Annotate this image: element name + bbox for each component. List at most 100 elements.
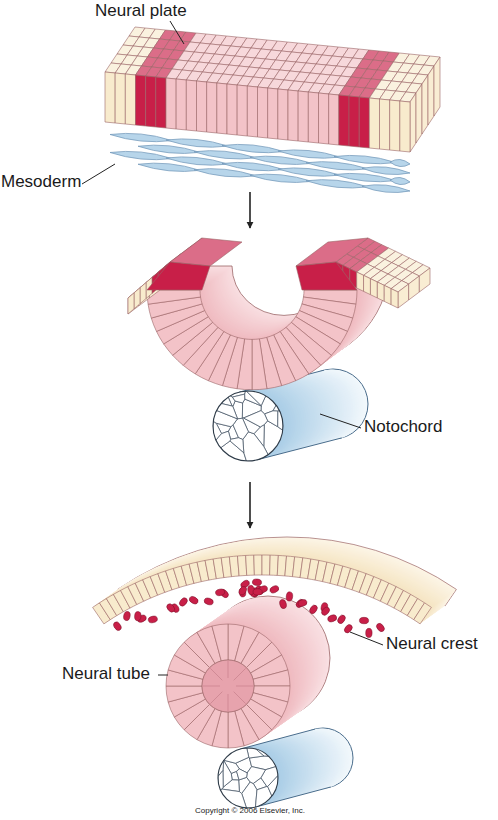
- cell: [414, 603, 432, 624]
- cell-front: [359, 97, 369, 148]
- lumen-texture: [228, 661, 229, 678]
- cell-front: [125, 74, 135, 125]
- ectoderm-depth: [100, 550, 439, 619]
- cell-front: [186, 80, 196, 131]
- cell-front: [339, 95, 349, 146]
- mesoderm-cell: [362, 167, 410, 175]
- cell-side: [428, 66, 434, 125]
- cell: [268, 776, 278, 808]
- mesoderm-cell: [306, 180, 368, 188]
- cell-front: [258, 87, 268, 138]
- disc-rim: [213, 391, 283, 461]
- cell-front: [384, 285, 391, 304]
- crest-cell: [188, 595, 199, 605]
- cell-front: [207, 82, 217, 133]
- lumen-texture: [210, 668, 222, 680]
- crest-cell: [327, 614, 338, 623]
- crest-cell: [148, 615, 158, 623]
- cell-front: [146, 76, 156, 127]
- cell: [253, 670, 290, 686]
- cell: [213, 431, 231, 453]
- crest-cell: [269, 585, 280, 595]
- lumen-texture: [203, 686, 220, 687]
- cell: [166, 686, 203, 702]
- mesoderm-cell: [390, 159, 410, 166]
- mesoderm-cell: [390, 177, 410, 184]
- crest-cell: [178, 596, 189, 607]
- cell-front: [247, 86, 257, 137]
- ectoderm-cells: [93, 555, 432, 624]
- ectoderm-depth: [94, 554, 433, 623]
- lumen-texture: [210, 692, 222, 704]
- lumen-texture: [234, 692, 246, 704]
- cell: [218, 789, 246, 808]
- tube-lumen: [202, 660, 254, 712]
- mesoderm-cell: [222, 162, 284, 170]
- cell: [228, 711, 244, 748]
- cell-front: [176, 79, 186, 130]
- cell-front: [134, 288, 140, 309]
- mesoderm-cell: [138, 145, 200, 153]
- part-label: Notochord: [364, 417, 494, 437]
- cell: [252, 339, 267, 390]
- cell-side: [434, 57, 440, 116]
- mesoderm-cell: [166, 139, 228, 147]
- crest-cell: [336, 614, 347, 625]
- crest-cell: [203, 597, 214, 606]
- cell-front: [136, 75, 146, 126]
- leader-lines: [82, 21, 383, 675]
- crest-cell: [252, 579, 262, 586]
- cell: [237, 555, 246, 575]
- crest-cell: [165, 602, 176, 613]
- stage-arrow: [249, 482, 251, 528]
- cell: [247, 767, 266, 784]
- crest-cell: [123, 611, 131, 621]
- crest-cell: [253, 589, 262, 595]
- mesoderm-cell: [110, 151, 172, 159]
- ectoderm-depth: [98, 551, 437, 620]
- crest-cell: [297, 599, 307, 607]
- mesoderm-cell: [250, 174, 312, 182]
- cell-side: [409, 276, 420, 300]
- crest-cell: [286, 592, 293, 602]
- cell-front: [391, 289, 398, 308]
- ectoderm-depth: [97, 552, 436, 621]
- mesoderm-cell: [334, 173, 396, 181]
- copyright-note: Copyright © 2006 Elsevier, Inc.: [100, 806, 400, 815]
- mesoderm-cell: [194, 169, 256, 177]
- cell: [223, 760, 232, 787]
- crest-cell: [215, 588, 225, 596]
- crest-cell: [134, 611, 141, 621]
- cell-front: [156, 77, 166, 128]
- cell-front: [349, 96, 359, 147]
- tube-extrusion: [167, 596, 330, 747]
- cell-front: [357, 272, 364, 291]
- leader-line: [170, 21, 184, 44]
- stage-neural-plate: [105, 27, 440, 193]
- part-label: Mesoderm: [1, 172, 101, 192]
- cell: [243, 432, 272, 461]
- leader-line: [158, 675, 168, 676]
- cell-side: [410, 93, 416, 152]
- mesoderm-cell: [222, 144, 284, 152]
- cell-front: [217, 83, 227, 134]
- cell: [232, 394, 244, 403]
- cell-front: [329, 94, 339, 145]
- groove-cells: [147, 290, 357, 390]
- cell: [237, 769, 248, 780]
- ectoderm-extrusion: [94, 537, 456, 623]
- cell-front: [227, 84, 237, 135]
- stage-arrow: [249, 192, 251, 228]
- mesoderm-cell: [334, 155, 396, 163]
- crest-cell: [238, 585, 248, 596]
- ectoderm-depth: [95, 553, 434, 622]
- cell-front: [268, 88, 278, 139]
- cell-front: [370, 279, 377, 298]
- cell: [254, 555, 262, 575]
- part-label: Neural plate: [95, 1, 235, 21]
- cell-front: [308, 92, 318, 143]
- groove-depth: [148, 289, 358, 389]
